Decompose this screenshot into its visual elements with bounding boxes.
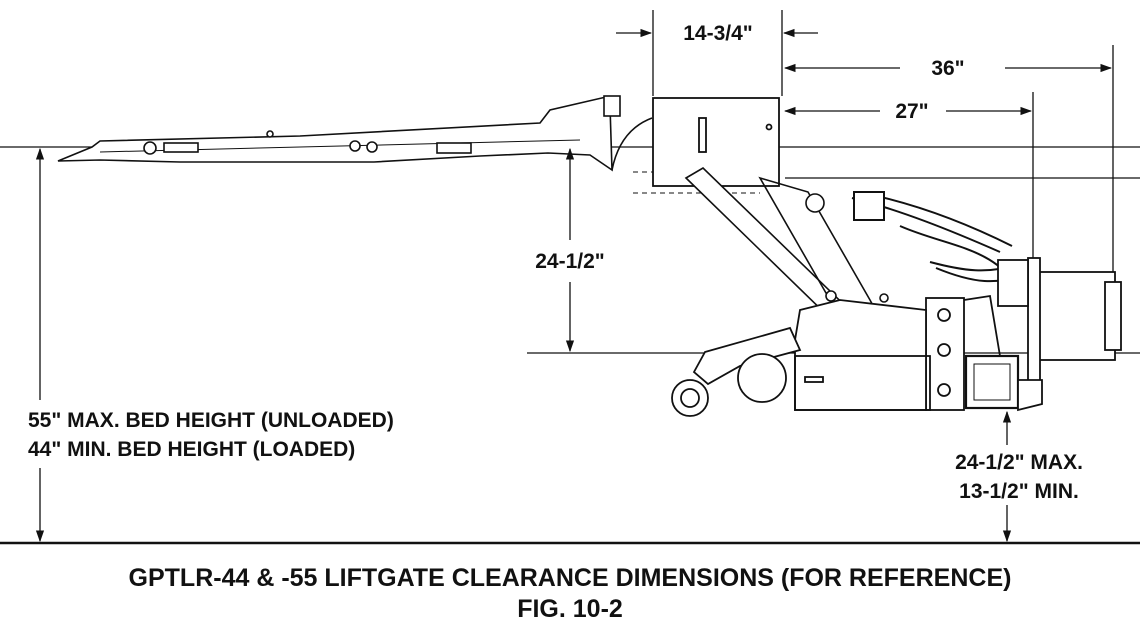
motor-housing: [1034, 271, 1116, 361]
mount-box: [652, 97, 780, 187]
valve-block: [853, 191, 885, 221]
platform-hinge-curve: [611, 117, 653, 171]
control-panel: [973, 363, 1011, 401]
dim-platform-reach: [783, 92, 1034, 258]
platform-pin-3: [366, 141, 378, 153]
arm-pivot-1: [805, 193, 825, 213]
roller-wheel: [671, 326, 802, 417]
ground-clearance-min-label: 13-1/2" MIN.: [959, 480, 1079, 503]
platform-pin-2: [349, 140, 361, 152]
platform-pin-1: [143, 141, 157, 155]
caption-title: GPTLR-44 & -55 LIFTGATE CLEARANCE DIMENS…: [129, 564, 1012, 592]
dim-top-width-label: 14-3/4": [683, 22, 753, 45]
mount-box-body: [652, 97, 780, 187]
caption-figure: FIG. 10-2: [517, 595, 623, 623]
base-tail: [1017, 379, 1043, 412]
wheel-hub: [680, 388, 700, 408]
platform-pin-4: [266, 130, 274, 138]
column-knob-3: [937, 383, 951, 397]
mount-box-slot: [698, 117, 707, 153]
pump-plate: [1027, 257, 1041, 399]
dim-overall-reach: [783, 45, 1114, 272]
dim-drop-label: 24-1/2": [535, 250, 605, 273]
roller-drum: [737, 353, 787, 403]
arm-pivot-3: [879, 293, 889, 303]
base-slot: [804, 376, 824, 383]
platform-outline: [57, 96, 613, 172]
dim-overall-reach-label: 36": [931, 57, 964, 80]
platform-tab: [603, 95, 621, 117]
base-side-plate: [794, 299, 927, 411]
base-beam: [794, 355, 931, 411]
dim-top-width: [616, 10, 818, 96]
mount-box-bolt: [765, 123, 773, 131]
platform-slot-2: [436, 142, 472, 154]
liftgate-platform: [57, 95, 653, 172]
ground-clearance-max-label: 24-1/2" MAX.: [955, 451, 1083, 474]
roller-arm: [692, 326, 802, 386]
bed-height-min-label: 44" MIN. BED HEIGHT (LOADED): [28, 438, 355, 461]
column-knob-2: [937, 343, 951, 357]
platform-slot-1: [163, 142, 199, 153]
dim-platform-reach-label: 27": [895, 100, 928, 123]
motor-end-cap: [1104, 281, 1122, 351]
column-knob-1: [937, 308, 951, 322]
bed-height-max-label: 55" MAX. BED HEIGHT (UNLOADED): [28, 409, 394, 432]
arm-pivot-2: [825, 290, 837, 302]
reservoir: [997, 259, 1029, 307]
base-frame: [794, 299, 1043, 412]
column-bracket: [963, 294, 1001, 357]
